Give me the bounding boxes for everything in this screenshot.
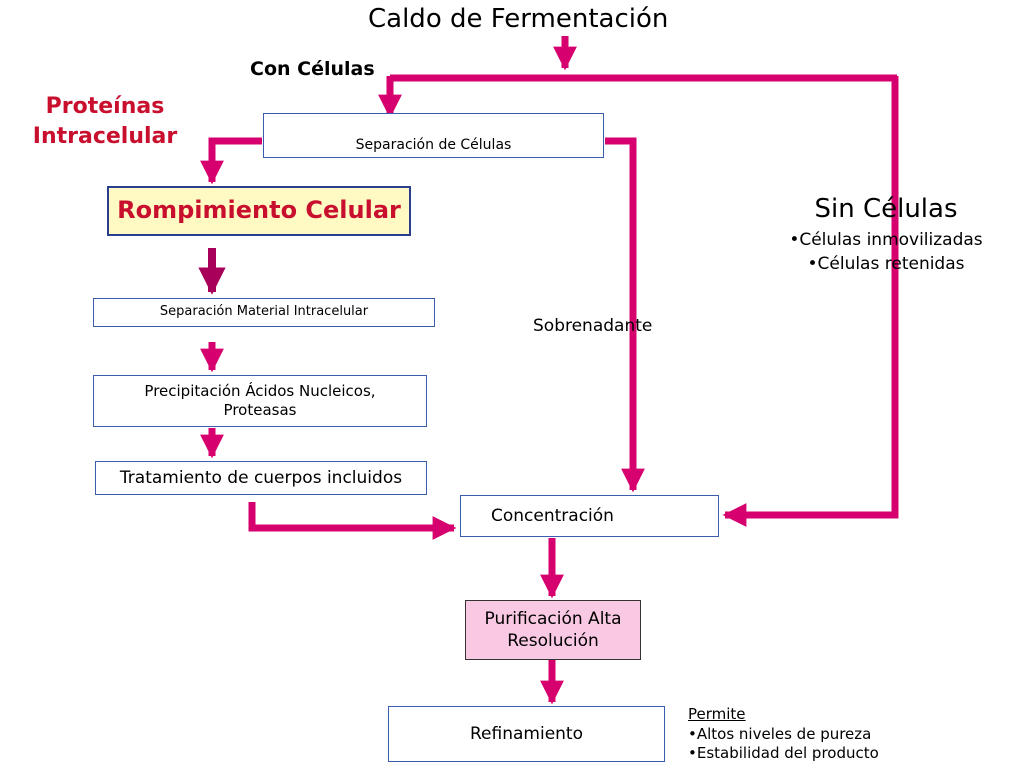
intracellular-separation-box: Separación Material Intracelular [93, 298, 435, 327]
intracellular-proteins-label: Proteínas Intracelular [20, 92, 190, 151]
permits-note: Permite •Altos niveles de pureza •Estabi… [688, 705, 879, 764]
intracellular-line1: Proteínas [45, 94, 165, 119]
cell-separation-box: Separación de Células [263, 113, 604, 158]
purification-line1: Purificación Alta [484, 608, 622, 629]
permits-item-2: •Estabilidad del producto [688, 744, 879, 762]
cell-rupture-text: Rompimiento Celular [117, 196, 401, 225]
cell-separation-text: Separación de Células [355, 136, 512, 153]
purification-box: Purificación Alta Resolución [465, 600, 641, 660]
refining-text: Refinamiento [470, 723, 583, 744]
page-title: Caldo de Fermentación [368, 4, 669, 34]
without-cells-item-2: •Células retenidas [807, 254, 965, 274]
without-cells-item-1: •Células inmovilizadas [789, 230, 983, 250]
concentration-text: Concentración [491, 505, 614, 526]
arrow-supernatant [605, 137, 645, 493]
permits-item-1: •Altos niveles de pureza [688, 724, 872, 743]
refining-box: Refinamiento [388, 706, 665, 762]
concentration-box: Concentración [460, 495, 719, 537]
cell-rupture-box: Rompimiento Celular [107, 186, 411, 236]
permits-heading: Permite [688, 705, 746, 723]
precipitation-line2: Proteasas [223, 401, 297, 419]
with-cells-label: Con Células [250, 58, 375, 80]
arrow-to-rupture [200, 137, 262, 185]
inclusion-bodies-box: Tratamiento de cuerpos incluidos [95, 461, 427, 495]
purification-line2: Resolución [507, 631, 599, 651]
supernatant-label: Sobrenadante [533, 316, 653, 336]
arrow-sin-celulas [722, 76, 899, 527]
intracellular-line2: Intracelular [32, 123, 178, 149]
precipitation-line1: Precipitación Ácidos Nucleicos, [144, 381, 376, 400]
intracellular-separation-text: Separación Material Intracelular [159, 304, 369, 320]
precipitation-box: Precipitación Ácidos Nucleicos, Proteasa… [93, 375, 427, 427]
arrow-to-separation [390, 74, 897, 116]
arrow-treatment-to-concentration [248, 502, 457, 540]
without-cells-title: Sin Células [814, 194, 958, 224]
inclusion-bodies-text: Tratamiento de cuerpos incluidos [119, 467, 403, 488]
